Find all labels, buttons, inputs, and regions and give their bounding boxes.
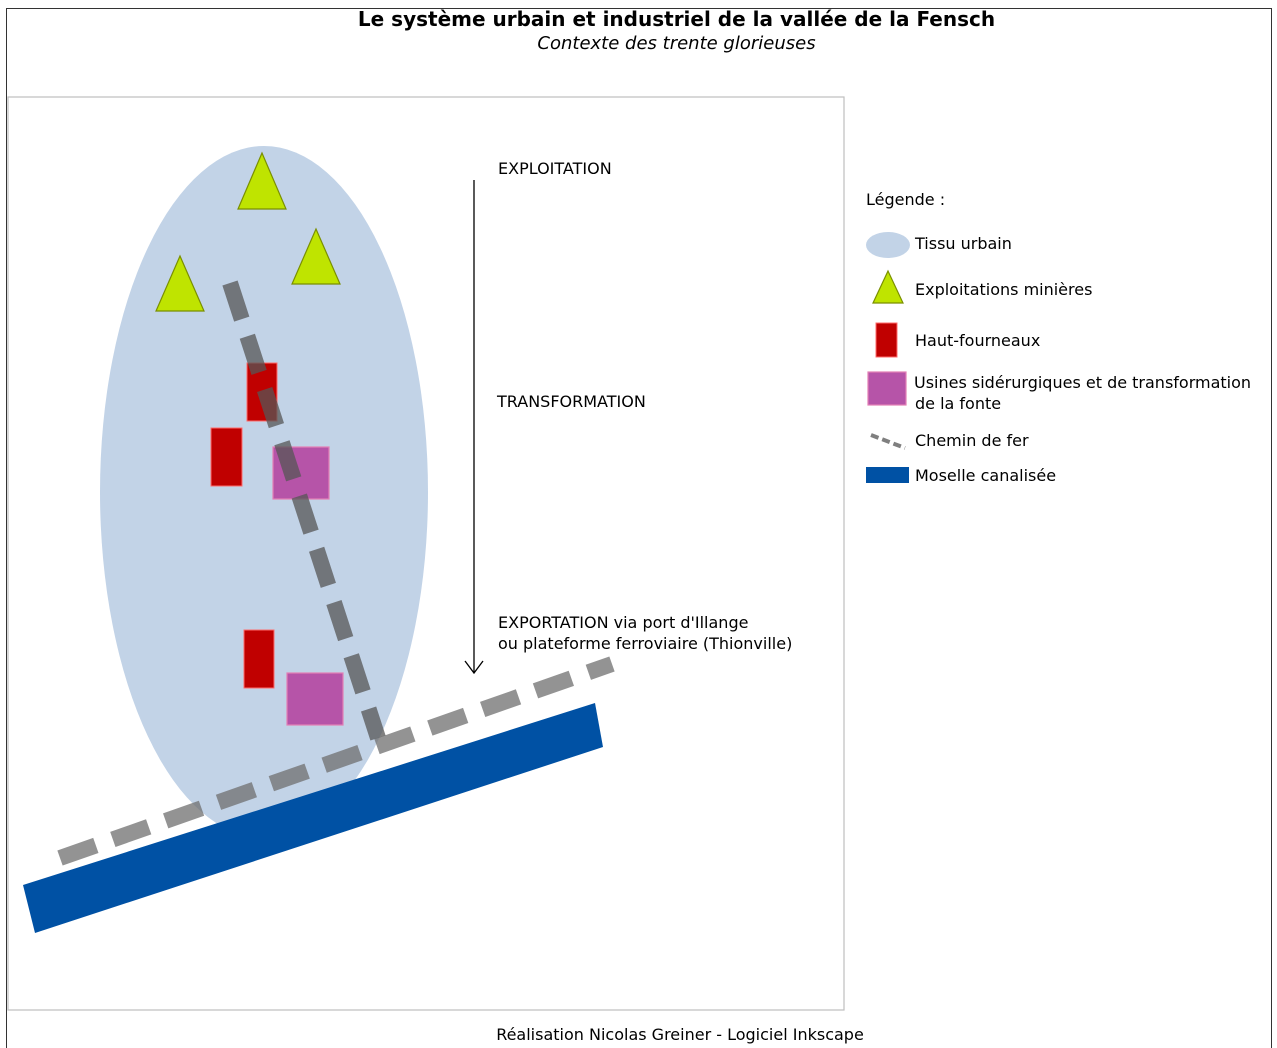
triangle-icon (872, 269, 904, 304)
legend-label-blast-furnace: Haut-fourneaux (915, 331, 1041, 350)
dashed-line-icon (870, 433, 906, 450)
blast-furnace-rect (243, 629, 275, 689)
blue-bar-icon (866, 467, 909, 483)
blast-furnace-rect (210, 427, 243, 487)
legend-title: Légende : (866, 190, 946, 209)
railway-line (222, 280, 386, 741)
page-frame (6, 8, 1272, 1048)
mining-site-triangle (291, 227, 341, 285)
ellipse-icon (866, 232, 910, 258)
flow-arrow-head (464, 660, 484, 675)
mining-site-triangle (237, 151, 287, 210)
legend-label-mining: Exploitations minières (915, 280, 1093, 299)
moselle-river (23, 703, 603, 933)
label-exportation-line1: EXPORTATION via port d'Illange (498, 613, 749, 632)
map-subtitle: Contexte des trente glorieuses (537, 33, 816, 54)
legend-label-steel-plant-line2: de la fonte (915, 394, 1002, 413)
legend-label-steel-plant: Usines sidérurgiques et de transformatio… (914, 373, 1252, 392)
legend-label-urban: Tissu urbain (915, 234, 1012, 253)
label-exportation-line2: ou plateforme ferroviaire (Thionville) (498, 634, 793, 653)
railway-line (57, 656, 615, 866)
red-rectangle-icon (875, 322, 898, 358)
map-title: Le système urbain et industriel de la va… (357, 7, 996, 31)
legend-label-railway: Chemin de fer (915, 431, 1029, 450)
legend-label-moselle: Moselle canalisée (915, 466, 1057, 485)
label-transformation: TRANSFORMATION (497, 392, 646, 411)
steel-plant-square (286, 672, 344, 726)
mining-site-triangle (155, 254, 205, 312)
magenta-square-icon (867, 371, 907, 406)
label-exploitation: EXPLOITATION (498, 159, 612, 178)
credit-footer: Réalisation Nicolas Greiner - Logiciel I… (496, 1025, 864, 1044)
